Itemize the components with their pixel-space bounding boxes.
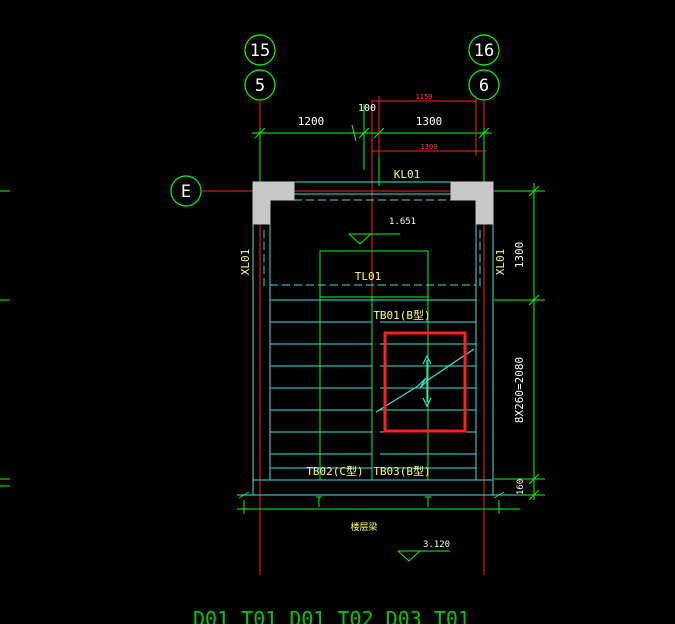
column-right[interactable] [450,181,494,225]
stair-treads-left [270,321,372,469]
axis-label-6: 6 [479,76,489,96]
label-tl01[interactable]: TL01 [355,270,382,283]
axis-bubbles [170,34,500,207]
dim-160: 160 [516,479,526,495]
axis-label-16: 16 [474,41,494,61]
label-kl01[interactable]: KL01 [394,168,421,181]
columns [252,181,494,225]
elev-landing: 1.651 [389,217,416,227]
dimension-lines [0,104,545,562]
highlight-selection-box[interactable] [383,331,467,433]
dim-100: 100 [358,103,376,114]
label-tb03[interactable]: TB03(B型) [373,464,430,478]
axis-label-E: E [181,182,191,202]
axis-bubble-16[interactable] [468,34,500,66]
axis-bubble-15[interactable] [244,34,276,66]
red-dimension-lines [372,96,486,156]
label-tb01[interactable]: TB01(B型) [373,308,430,322]
axis-bubble-E[interactable] [170,175,202,207]
label-xl01-right[interactable]: XL01 [494,249,507,276]
dim-1300-top: 1300 [416,115,443,128]
stair-walls [237,181,516,496]
label-tb02[interactable]: TB02(C型) [306,464,363,478]
bottom-annotation-text: D01 T01 D01 T02 D03 T01 [193,607,470,624]
axis-label-5: 5 [255,76,265,96]
column-left[interactable] [252,181,295,225]
dim-steps: 8X260=2080 [513,357,526,423]
dim-1200: 1200 [298,115,325,128]
dim-1150: 1150 [416,93,433,101]
elev-floor: 3.120 [423,540,450,550]
stair-break-line [375,348,475,413]
dim-1300-red: 1300 [421,143,438,151]
label-floor-beam[interactable]: 楼层梁 [350,521,377,533]
axis-label-15: 15 [250,41,270,61]
dim-1300-right: 1300 [513,242,526,269]
label-xl01-left[interactable]: XL01 [239,249,252,276]
